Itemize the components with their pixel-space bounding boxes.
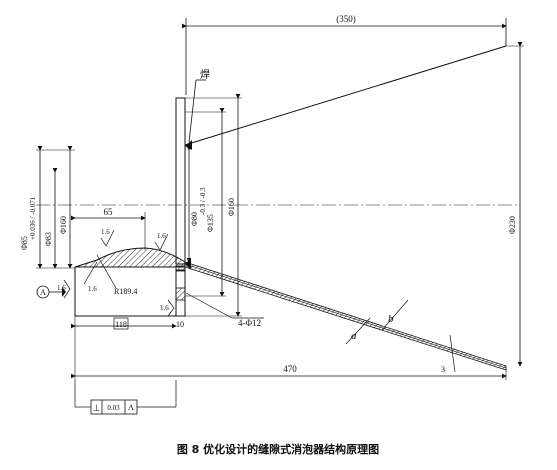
rough-e: 1.6 [88,285,97,293]
dim-350: (350) [182,14,507,95]
tol-datum: A [128,403,134,412]
dim-118: 118 10 [71,316,184,380]
dim-350-label: (350) [336,14,356,24]
label-a: a [351,330,357,342]
dim-470: 470 [71,364,507,380]
cone-upper-line [184,45,507,146]
gap-labels: b a [345,299,409,345]
holes-label: 4-Φ12 [238,318,261,328]
phi85-label: Φ85 [20,236,29,250]
rough-d: 1.6 [160,304,169,312]
phi160-right-label: Φ160 [227,198,236,216]
phi135-label: Φ135 [206,214,215,232]
dim-left-diameters: Φ85 +0.036 / -0.071 Φ83 Φ160 [20,146,75,269]
phi80-label: Φ80 [190,212,199,226]
dim-65: 65 [71,207,146,250]
rough-b: 1.6 [157,232,166,240]
len470-label: 470 [283,364,297,374]
phi85-tol: +0.036 / -0.071 [29,196,37,240]
roughness-symbols: 1.6 1.6 1.6 1.6 [57,228,175,317]
phi83-label: Φ83 [44,232,53,246]
rough-c: 1.6 [57,284,66,292]
figure-caption: 图 8 优化设计的缝隙式消泡器结构原理图 [177,442,379,456]
dim-right-diameters: Φ80 Φ135 -0.3 / -0.3 Φ160 [185,94,242,317]
radius-callout: R189.4 1.6 [83,254,137,296]
weld-label: 焊 [200,69,210,81]
dim-230: Φ230 [506,42,524,367]
len10-label: 10 [176,320,184,329]
radius-label: R189.4 [114,287,137,296]
flange-plate [175,97,186,317]
phi230-label: Φ230 [508,216,517,234]
geometric-tolerance: ⊥ 0.03 A [74,380,177,415]
len118-label: 118 [115,320,127,329]
len65-label: 65 [104,207,114,217]
tol-value: 0.03 [107,404,120,412]
datum-a: A [36,285,66,299]
label-b: b [388,313,394,325]
dim-gap3: 3 [441,334,456,374]
tol-symbol: ⊥ [93,403,101,413]
phi160-left-label: Φ160 [59,216,68,234]
datum-label: A [40,288,46,297]
gap3-label: 3 [441,365,445,374]
phi135-tol: -0.3 / -0.3 [199,187,207,215]
holes-callout: 4-Φ12 [185,292,264,328]
rough-a: 1.6 [101,228,110,236]
